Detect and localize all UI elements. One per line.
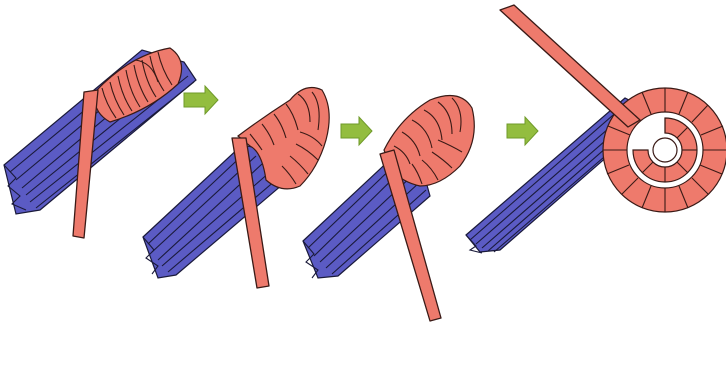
step-1 xyxy=(4,48,196,238)
step-4 xyxy=(466,5,726,253)
figure-caption xyxy=(0,352,726,371)
step-1-wrap xyxy=(95,48,182,122)
arrow-1 xyxy=(184,86,218,114)
step-4-strip xyxy=(500,5,640,127)
arrow-3 xyxy=(507,117,538,145)
step-2 xyxy=(143,88,329,288)
arrow-2 xyxy=(341,117,372,145)
